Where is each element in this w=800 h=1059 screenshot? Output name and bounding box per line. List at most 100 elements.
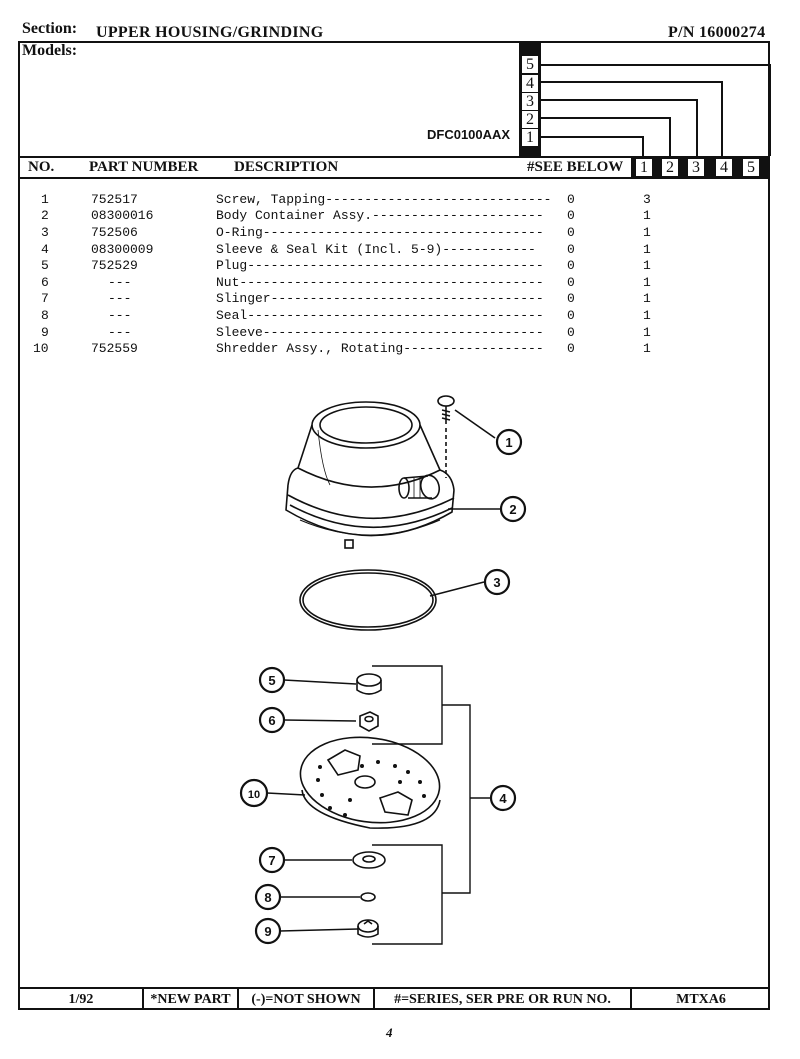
- footer-divider: [237, 987, 239, 1010]
- footer-divider: [142, 987, 144, 1010]
- callout-8: [254, 883, 282, 911]
- col-part-number: PART NUMBER: [89, 159, 199, 175]
- row-qty: 1: [643, 308, 651, 323]
- row-desc: Shredder Assy., Rotating----------------…: [216, 341, 544, 356]
- row-desc: Seal------------------------------------…: [216, 308, 544, 323]
- row-part: ---: [108, 308, 132, 323]
- column-header-top-rule: [18, 156, 770, 158]
- series-box-4: 4: [521, 74, 539, 93]
- callout-10: [239, 778, 269, 808]
- page-frame: [18, 41, 770, 1010]
- table-row: 8 --- Seal------------------------------…: [0, 308, 760, 324]
- callout-6-label: 6: [268, 713, 275, 728]
- row-desc: Nut-------------------------------------…: [216, 275, 544, 290]
- part-number-header: P/N 16000274: [668, 24, 766, 41]
- row-no: 10: [33, 341, 49, 356]
- row-qty: 1: [643, 325, 651, 340]
- body-container-drawing: [285, 401, 455, 549]
- row-qty: 1: [643, 208, 651, 223]
- shredder-drawing: [299, 736, 441, 829]
- row-see: 0: [567, 325, 575, 340]
- callout-10-label: 10: [248, 789, 260, 801]
- callout-5-label: 5: [268, 673, 275, 688]
- table-row: 5 752529 Plug---------------------------…: [0, 258, 760, 274]
- callout-5: [258, 666, 286, 694]
- callout-1: [495, 428, 523, 456]
- footer-divider: [630, 987, 632, 1010]
- section-label: Section:: [22, 20, 78, 37]
- row-part: 752517: [91, 192, 138, 207]
- slinger-drawing: [352, 851, 386, 869]
- row-no: 9: [41, 325, 49, 340]
- column-header-bottom-rule: [18, 177, 770, 179]
- row-desc: Body Container Assy.--------------------…: [216, 208, 544, 223]
- row-part: 08300016: [91, 208, 154, 223]
- table-row: 10 752559 Shredder Assy., Rotating------…: [0, 341, 760, 357]
- seal-drawing: [360, 892, 376, 902]
- footer-divider: [373, 987, 375, 1010]
- callout-9-label: 9: [264, 924, 271, 939]
- models-label: Models:: [22, 42, 78, 59]
- row-see: 0: [567, 258, 575, 273]
- callout-8-label: 8: [264, 890, 271, 905]
- series-col-1: 1: [635, 158, 653, 177]
- callout-2-label: 2: [509, 502, 516, 517]
- row-desc: Sleeve----------------------------------…: [216, 325, 544, 340]
- row-no: 5: [41, 258, 49, 273]
- callout-4: [489, 784, 517, 812]
- row-see: 0: [567, 291, 575, 306]
- row-desc: Screw, Tapping--------------------------…: [216, 192, 552, 207]
- table-row: 2 08300016 Body Container Assy.---------…: [0, 208, 760, 224]
- row-desc: Slinger---------------------------------…: [216, 291, 544, 306]
- row-qty: 1: [643, 291, 651, 306]
- series-col-3: 3: [687, 158, 705, 177]
- series-col-2: 2: [661, 158, 679, 177]
- plug-drawing: [356, 673, 382, 695]
- exploded-parts-diagram: 1 2 3 4 5 6 7 8 9 10: [239, 395, 527, 945]
- footer-top-rule: [18, 987, 770, 989]
- row-no: 6: [41, 275, 49, 290]
- row-qty: 1: [643, 341, 651, 356]
- row-see: 0: [567, 242, 575, 257]
- table-row: 9 --- Sleeve----------------------------…: [0, 325, 760, 341]
- row-part: ---: [108, 291, 132, 306]
- callout-7: [258, 846, 286, 874]
- callout-7-label: 7: [268, 853, 275, 868]
- row-part: ---: [108, 325, 132, 340]
- footer-not-shown: (-)=NOT SHOWN: [251, 992, 361, 1007]
- row-qty: 1: [643, 225, 651, 240]
- table-row: 6 --- Nut-------------------------------…: [0, 275, 760, 291]
- footer-series-note: #=SERIES, SER PRE OR RUN NO.: [394, 992, 611, 1007]
- model-name: DFC0100AAX: [427, 127, 511, 142]
- callout-2: [499, 495, 527, 523]
- table-row: 4 08300009 Sleeve & Seal Kit (Incl. 5-9)…: [0, 242, 760, 258]
- row-see: 0: [567, 208, 575, 223]
- row-part: 752529: [91, 258, 138, 273]
- row-qty: 1: [643, 275, 651, 290]
- series-connectors: [540, 64, 771, 156]
- page-number: 4: [386, 1025, 393, 1040]
- series-col-5: 5: [742, 158, 760, 177]
- row-qty: 1: [643, 258, 651, 273]
- o-ring-drawing: [299, 569, 437, 631]
- row-no: 3: [41, 225, 49, 240]
- row-qty: 3: [643, 192, 651, 207]
- row-see: 0: [567, 192, 575, 207]
- row-part: 08300009: [91, 242, 154, 257]
- table-row: 3 752506 O-Ring-------------------------…: [0, 225, 760, 241]
- callout-4-label: 4: [499, 791, 507, 806]
- row-part: 752559: [91, 341, 138, 356]
- col-description: DESCRIPTION: [234, 159, 339, 175]
- series-col-4: 4: [715, 158, 733, 177]
- row-desc: Plug------------------------------------…: [216, 258, 544, 273]
- row-no: 4: [41, 242, 49, 257]
- row-no: 8: [41, 308, 49, 323]
- footer-new-part: *NEW PART: [150, 992, 231, 1007]
- series-box-1: 1: [521, 128, 539, 147]
- row-no: 1: [41, 192, 49, 207]
- nut-drawing: [359, 711, 379, 732]
- callout-3-label: 3: [493, 575, 500, 590]
- row-desc: Sleeve & Seal Kit (Incl. 5-9)-----------…: [216, 242, 536, 257]
- callout-3: [483, 568, 511, 596]
- callout-9: [254, 917, 282, 945]
